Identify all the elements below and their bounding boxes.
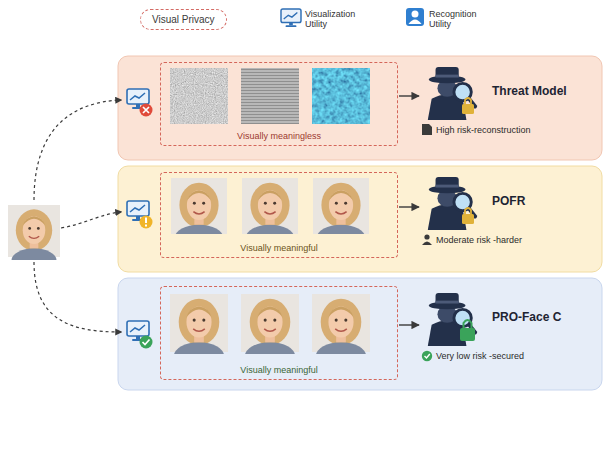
risk-note: Very low risk -secured — [420, 350, 608, 362]
flow-arrow — [399, 95, 419, 96]
risk-note: Moderate risk -harder — [420, 234, 608, 246]
image-group: Visually meaningful — [160, 286, 398, 380]
flow-arrow — [399, 206, 419, 207]
header-pill: Visual Privacy — [140, 9, 227, 30]
risk-note: High risk-reconstruction — [420, 124, 608, 136]
model-name: PRO-Face C — [492, 310, 608, 324]
model-name: Threat Model — [492, 84, 608, 98]
header-label: Visual Privacy — [152, 13, 215, 26]
image-group: Visually meaningful — [160, 172, 398, 258]
threat-box: PRO-Face C Very low risk -secured — [420, 290, 608, 374]
group-label: Visually meaningless — [161, 131, 397, 142]
group-label: Visually meaningful — [161, 243, 397, 254]
legend-label: Recognition Utility — [429, 9, 489, 29]
image-group: Visually meaningless — [160, 62, 398, 146]
model-name: POFR — [492, 194, 608, 208]
flow-arrow — [399, 324, 419, 325]
threat-box: Threat ModelHigh risk-reconstruction — [420, 64, 608, 148]
legend-label: Visualization Utility — [305, 9, 373, 29]
group-label: Visually meaningful — [161, 365, 397, 376]
threat-box: POFR Moderate risk -harder — [420, 174, 608, 258]
